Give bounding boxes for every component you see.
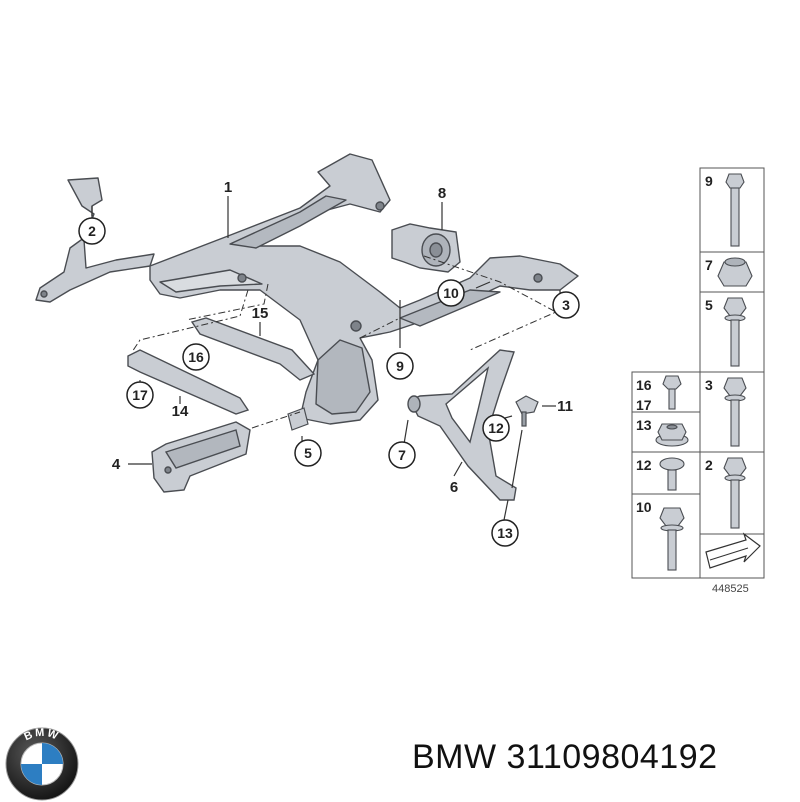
nut-7-icon bbox=[717, 257, 753, 287]
callout-13: 13 bbox=[491, 519, 519, 547]
bolt-9-icon bbox=[725, 173, 745, 247]
bmw-logo-icon: BMW bbox=[5, 727, 79, 801]
fastener-panel-labels: 9 7 5 16 17 3 13 12 2 10 448525 bbox=[636, 173, 749, 595]
callout-16-text: 16 bbox=[188, 349, 204, 365]
panel-label-2: 2 bbox=[705, 457, 713, 473]
bolt-2-icon bbox=[723, 457, 747, 529]
panel-label-3: 3 bbox=[705, 377, 713, 393]
panel-label-17: 17 bbox=[636, 397, 652, 413]
bolt-10-icon bbox=[659, 507, 685, 571]
label-14: 14 bbox=[172, 403, 189, 420]
bushing-part bbox=[287, 407, 309, 431]
nut-13-icon bbox=[655, 423, 689, 447]
caption-part-number: 31109804192 bbox=[506, 738, 718, 776]
caption-brand: BMW bbox=[412, 738, 497, 776]
callout-10: 10 bbox=[437, 279, 465, 307]
callout-7: 7 bbox=[388, 441, 416, 469]
panel-label-12: 12 bbox=[636, 457, 652, 473]
callout-9: 9 bbox=[386, 352, 414, 380]
callout-3-text: 3 bbox=[562, 297, 570, 313]
diagram-id: 448525 bbox=[712, 583, 749, 595]
callout-7-text: 7 bbox=[398, 447, 406, 463]
label-15: 15 bbox=[252, 305, 269, 322]
label-1: 1 bbox=[224, 179, 232, 196]
callout-5: 5 bbox=[294, 439, 322, 467]
bolt-16-icon bbox=[662, 375, 682, 410]
part-caption: BMW 31109804192 bbox=[412, 738, 718, 777]
ball-joint-part bbox=[515, 395, 539, 427]
callout-13-text: 13 bbox=[497, 525, 513, 541]
label-4: 4 bbox=[112, 456, 121, 473]
callout-16: 16 bbox=[182, 343, 210, 371]
label-8: 8 bbox=[438, 185, 446, 202]
callout-10-text: 10 bbox=[443, 285, 459, 301]
circled-callouts: 2 16 17 5 7 12 13 10 bbox=[78, 217, 580, 547]
callout-9-text: 9 bbox=[396, 358, 404, 374]
label-6: 6 bbox=[450, 479, 458, 496]
callout-17: 17 bbox=[126, 381, 154, 409]
callout-3: 3 bbox=[552, 291, 580, 319]
fastener-drawings bbox=[655, 173, 753, 571]
control-arm-part bbox=[407, 349, 517, 501]
bolt-3-icon bbox=[723, 377, 747, 447]
panel-label-13: 13 bbox=[636, 417, 652, 433]
callout-12-text: 12 bbox=[488, 420, 504, 436]
callout-12: 12 bbox=[482, 414, 510, 442]
brace-part bbox=[127, 349, 250, 415]
plain-labels: 1 8 15 14 4 6 11 bbox=[112, 179, 573, 496]
panel-label-5: 5 bbox=[705, 297, 713, 313]
label-11: 11 bbox=[557, 398, 573, 415]
panel-label-7: 7 bbox=[705, 257, 713, 273]
engine-mount-part bbox=[391, 223, 461, 273]
panel-label-16: 16 bbox=[636, 377, 652, 393]
callout-2-text: 2 bbox=[88, 223, 96, 239]
direction-arrow-icon bbox=[705, 532, 761, 569]
fastener-panel bbox=[631, 167, 765, 579]
bracket-part bbox=[151, 421, 251, 493]
subframe-part bbox=[35, 153, 579, 425]
logo-text: BMW bbox=[22, 727, 61, 743]
bolt-5-icon bbox=[723, 297, 747, 367]
panel-label-10: 10 bbox=[636, 499, 652, 515]
callout-5-text: 5 bbox=[304, 445, 312, 461]
callout-2: 2 bbox=[78, 217, 106, 245]
callout-17-text: 17 bbox=[132, 387, 148, 403]
panel-label-9: 9 bbox=[705, 173, 713, 189]
assembly-lines bbox=[131, 255, 558, 429]
strut-part bbox=[190, 317, 316, 381]
bolt-12-icon bbox=[659, 457, 685, 491]
